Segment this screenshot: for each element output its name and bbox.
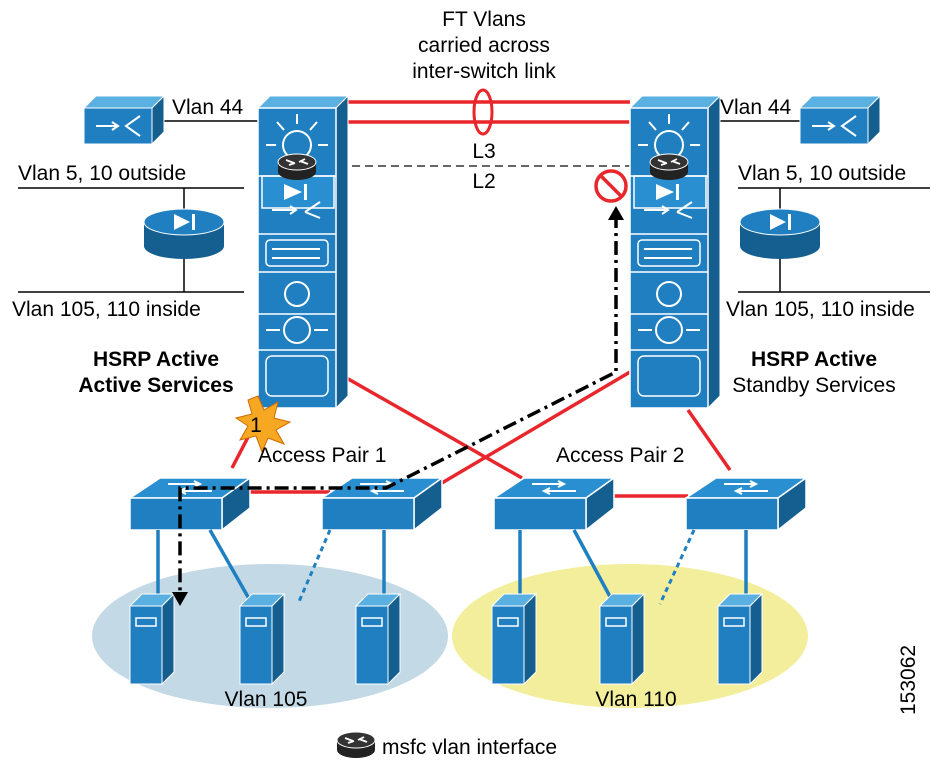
access-switch-1b	[321, 477, 443, 531]
left-firewall-icon	[143, 208, 225, 259]
left-msfc-icon	[277, 153, 317, 181]
title-line-1: FT Vlans	[442, 8, 526, 31]
access-pair-1-label: Access Pair 1	[258, 444, 386, 467]
nam-module-icon	[283, 316, 311, 344]
ssl-module-icon	[637, 355, 701, 397]
l3-label: L3	[472, 140, 495, 163]
right-role-line-2: Standby Services	[732, 374, 895, 397]
ids-module-icon	[656, 281, 682, 307]
access-switch-2b	[685, 477, 807, 531]
nam-module-icon	[655, 316, 683, 344]
right-role-line-1: HSRP Active	[751, 348, 877, 371]
failure-marker-label: 1	[250, 414, 262, 437]
figure-id: 153062	[897, 645, 920, 715]
server-icon	[129, 593, 175, 685]
access-switch-1a	[129, 477, 251, 531]
l2-label: L2	[472, 170, 495, 193]
title-line-2: carried across	[418, 34, 550, 57]
vlan-110-label: Vlan 110	[595, 688, 676, 711]
left-inside-label: Vlan 105, 110 inside	[12, 298, 201, 321]
traffic-path	[172, 206, 624, 606]
legend-msfc-icon	[336, 731, 376, 759]
content-switch-module-icon	[644, 201, 693, 219]
ids-module-icon	[284, 281, 310, 307]
server-icon	[355, 593, 401, 685]
ssl-module-icon	[265, 355, 329, 397]
right-vlan44-label: Vlan 44	[720, 96, 792, 119]
access-pair-2-label: Access Pair 2	[556, 444, 684, 467]
right-inside-label: Vlan 105, 110 inside	[726, 298, 915, 321]
inter-switch-link	[336, 88, 630, 136]
ft-vlan-bundle-marker	[472, 88, 494, 136]
server-icon	[239, 593, 285, 685]
uplinks	[230, 370, 732, 498]
left-role-line-2: Active Services	[78, 374, 233, 397]
blocked-icon	[594, 169, 628, 203]
access-switch-2a	[493, 477, 615, 531]
left-outside-label: Vlan 5, 10 outside	[18, 162, 186, 185]
right-distribution-switch	[628, 94, 722, 410]
right-firewall-icon	[739, 208, 821, 259]
server-icon	[491, 593, 537, 685]
server-links	[156, 529, 748, 605]
left-distribution-switch	[256, 94, 350, 410]
title-line-3: inter-switch link	[412, 60, 556, 83]
left-vlan44-switch	[82, 94, 166, 146]
right-outside-label: Vlan 5, 10 outside	[738, 162, 906, 185]
arrow-down-icon	[172, 592, 188, 606]
legend-label: msfc vlan interface	[382, 736, 557, 759]
right-msfc-icon	[649, 153, 689, 181]
left-vlan44-label: Vlan 44	[172, 96, 244, 119]
server-icon	[599, 593, 645, 685]
right-vlan44-switch	[798, 94, 882, 146]
vlan-105-label: Vlan 105	[225, 688, 308, 711]
arrow-up-icon	[608, 206, 624, 220]
failure-marker: 1	[234, 395, 292, 454]
server-icon	[717, 593, 763, 685]
left-role-line-1: HSRP Active	[93, 348, 219, 371]
content-switch-module-icon	[272, 201, 321, 219]
